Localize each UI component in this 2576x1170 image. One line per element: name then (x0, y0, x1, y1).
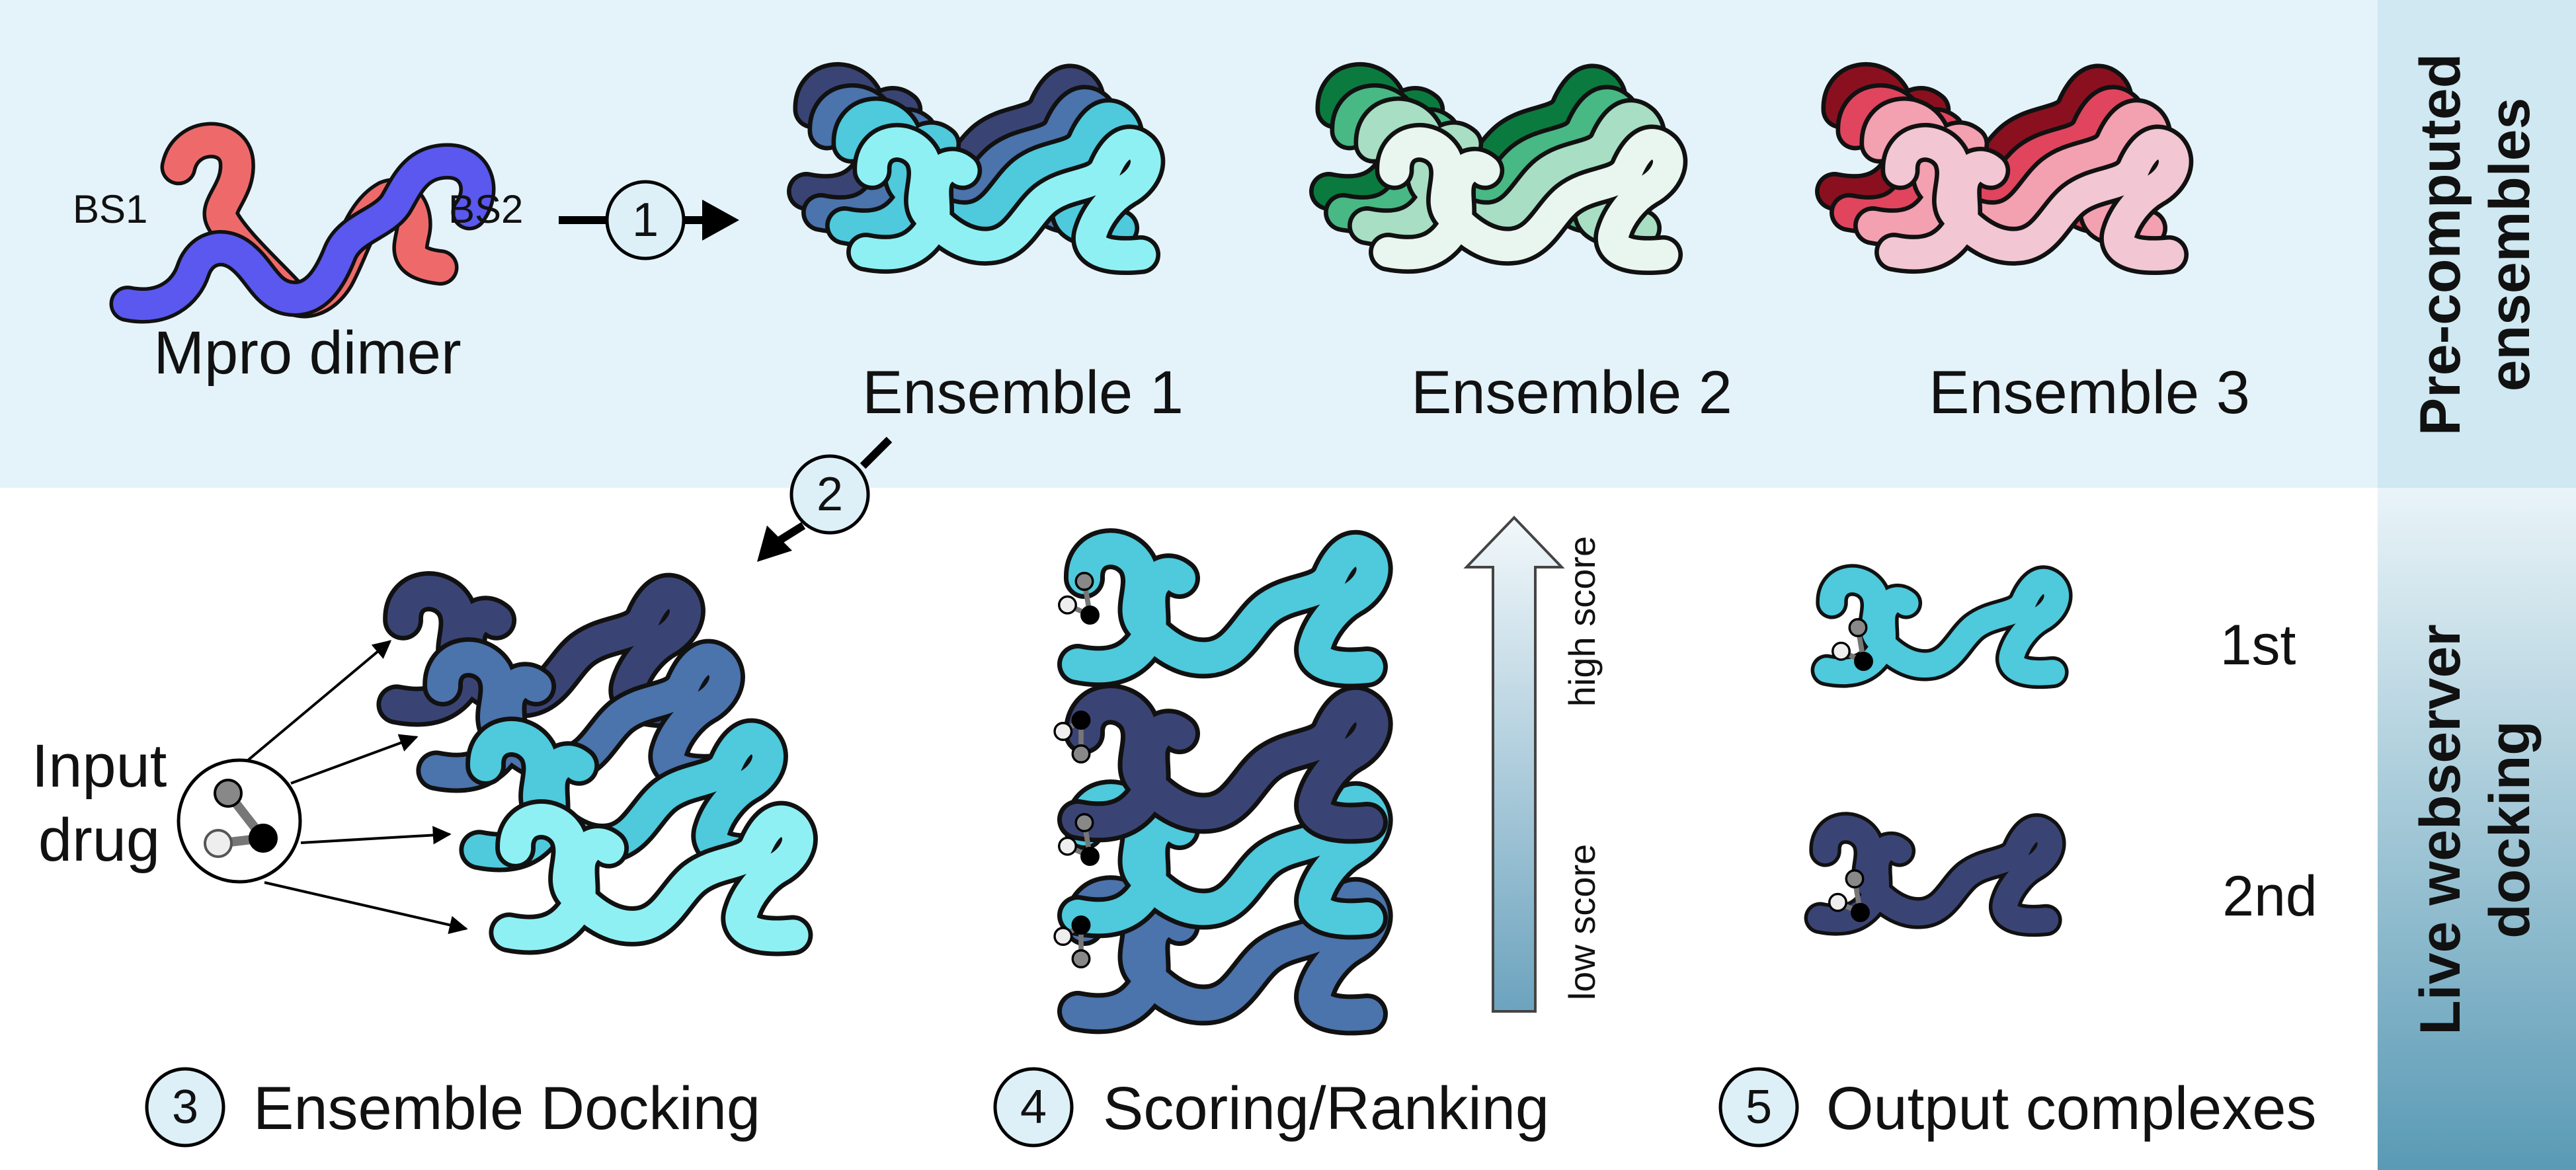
step2-number: 2 (817, 468, 843, 521)
step4-badge: 4 (993, 1067, 1074, 1148)
mpro-dimer (109, 122, 496, 324)
side-label-precomputed-line2: ensembles (2478, 98, 2542, 392)
step1-number: 1 (632, 194, 659, 247)
side-band-precomputed (2378, 0, 2576, 488)
score-arrow (1463, 516, 1565, 1013)
step1-badge: 1 (605, 180, 686, 260)
step3-badge: 3 (145, 1067, 225, 1148)
step2-badge: 2 (789, 454, 870, 535)
ranked-ligand-3 (1058, 813, 1100, 866)
side-label-precomputed-line1: Pre-computed (2409, 54, 2472, 436)
score-low-label: low score (1561, 844, 1603, 1001)
input-drug-label-line1: Input (32, 732, 167, 800)
ensemble-2-label: Ensemble 2 (1411, 359, 1732, 426)
ranking-stack (1053, 549, 1373, 1015)
step5-number: 5 (1746, 1081, 1772, 1134)
ranked-conformer-1 (1078, 549, 1373, 668)
input-drug-molecule (177, 758, 302, 884)
output-first (1827, 580, 2057, 673)
output-first-ligand (1831, 618, 1873, 671)
side-label-live-line2: docking (2478, 721, 2542, 939)
step3-label: Ensemble Docking (253, 1075, 760, 1142)
ensemble-1-label: Ensemble 1 (862, 359, 1184, 426)
ensemble-3-label: Ensemble 3 (1929, 359, 2250, 426)
step5-label: Output complexes (1826, 1075, 2316, 1142)
side-band-live (2378, 488, 2576, 1170)
output-second-label: 2nd (2222, 865, 2317, 928)
step1-arrow (559, 200, 739, 241)
output-first-label: 1st (2220, 613, 2296, 677)
output-second-ligand (1828, 869, 1870, 922)
step5-badge: 5 (1718, 1067, 1799, 1148)
side-label-live-line1: Live webserver (2409, 624, 2472, 1034)
docking-arrows (247, 640, 468, 935)
step2-arrow (757, 436, 893, 562)
mpro-blue-chain (109, 143, 496, 324)
bs2-label: BS2 (448, 187, 523, 231)
ranked-ligand-2 (1053, 711, 1091, 763)
ranked-ligand-4 (1053, 916, 1091, 968)
step4-label: Scoring/Ranking (1103, 1075, 1549, 1142)
ranked-conformer-2 (1078, 704, 1373, 823)
docking-stack (397, 591, 798, 936)
input-drug-label-line2: drug (38, 806, 160, 874)
step4-number: 4 (1020, 1081, 1047, 1134)
output-second (1820, 828, 2050, 921)
score-high-label: high score (1561, 536, 1603, 707)
mpro-dimer-label: Mpro dimer (153, 319, 461, 387)
ranked-ligand-1 (1058, 572, 1100, 625)
bs1-label: BS1 (73, 187, 147, 231)
step3-number: 3 (172, 1081, 198, 1134)
